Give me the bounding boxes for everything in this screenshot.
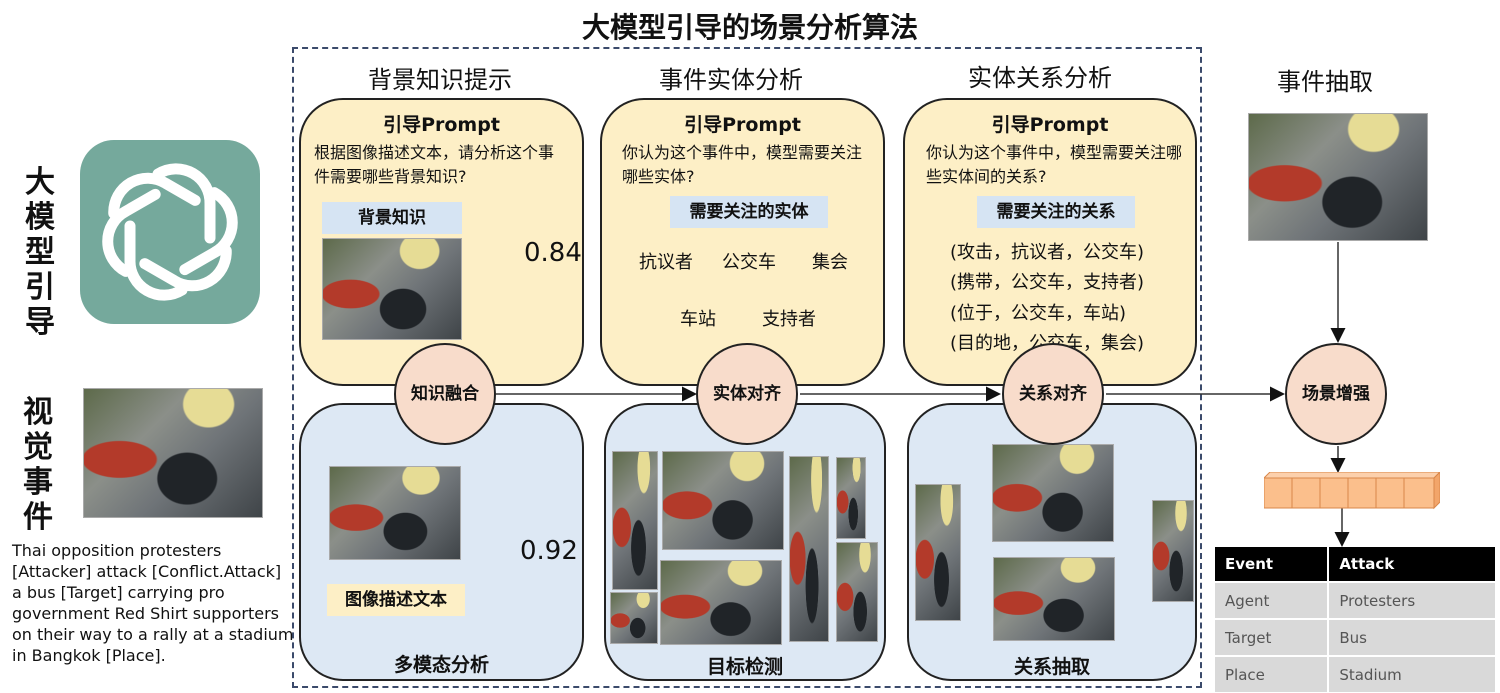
multimodal-score: 0.92 xyxy=(520,536,578,566)
knowledge-label: 背景知识 xyxy=(322,202,462,234)
extraction-photo xyxy=(1248,113,1428,241)
knowledge-prompt-head: 引导Prompt xyxy=(383,114,500,136)
knowledge-score: 0.84 xyxy=(524,238,582,268)
crop-bus xyxy=(612,451,658,590)
table-header-cell: Attack xyxy=(1327,547,1495,582)
entity-item: 车站 xyxy=(680,309,716,330)
table-cell: Bus xyxy=(1327,618,1495,656)
table-row: Agent Protesters xyxy=(1215,581,1495,619)
relation-item: (位于，公交车，车站) xyxy=(950,303,1127,324)
table-header-cell: Event xyxy=(1215,547,1329,582)
feature-vector xyxy=(1262,470,1442,510)
knowledge-prompt-text: 根据图像描述文本，请分析这个事件需要哪些背景知识? xyxy=(314,143,555,186)
table-cell: Place xyxy=(1215,655,1329,692)
relation-label: 需要关注的关系 xyxy=(977,196,1135,228)
openai-logo-icon xyxy=(80,140,260,324)
relation-crop-supporter xyxy=(1152,500,1194,602)
relation-prompt-head: 引导Prompt xyxy=(991,114,1109,136)
llm-guidance-label: 大模型引导 xyxy=(25,165,55,340)
relation-crop-bus xyxy=(915,484,961,621)
crop-supporter xyxy=(836,542,878,642)
relation-crop-sign xyxy=(993,557,1115,641)
relation-prompt-card xyxy=(903,98,1197,386)
column-title-extraction: 事件抽取 xyxy=(1277,68,1373,96)
relation-item: (携带，公交车，支持者) xyxy=(950,272,1145,293)
table-cell: Stadium xyxy=(1327,655,1495,692)
scene-enhance-node: 场景增强 xyxy=(1285,343,1387,445)
table-cell: Agent xyxy=(1215,581,1329,619)
relation-extract-footer: 关系抽取 xyxy=(1013,656,1090,678)
knowledge-fusion-node: 知识融合 xyxy=(394,343,496,445)
entity-item: 集会 xyxy=(812,252,848,273)
relation-prompt-text: 你认为这个事件中，模型需要关注哪些实体间的关系? xyxy=(926,143,1183,186)
algorithm-frame xyxy=(292,47,1202,688)
event-caption: Thai opposition protesters [Attacker] at… xyxy=(12,541,294,665)
entity-prompt-text: 你认为这个事件中，模型需要关注哪些实体? xyxy=(622,143,863,186)
visual-event-label: 视觉事件 xyxy=(23,395,53,535)
entity-item: 支持者 xyxy=(762,309,816,330)
table-header-row: Event Attack xyxy=(1215,547,1495,582)
multimodal-footer: 多模态分析 xyxy=(393,654,489,676)
column-title-entity: 事件实体分析 xyxy=(659,66,803,94)
detection-footer: 目标检测 xyxy=(706,656,783,678)
relation-align-node: 关系对齐 xyxy=(1002,343,1104,445)
entity-prompt-head: 引导Prompt xyxy=(684,114,801,136)
entity-prompt-card xyxy=(600,98,885,386)
entity-label: 需要关注的实体 xyxy=(670,196,828,228)
multimodal-label: 图像描述文本 xyxy=(327,584,465,616)
multimodal-photo xyxy=(329,466,461,560)
crop-sign xyxy=(660,560,782,645)
crop-protester xyxy=(662,451,784,550)
input-event-photo xyxy=(83,388,263,518)
entity-align-node: 实体对齐 xyxy=(696,343,798,445)
crop-object xyxy=(610,592,658,644)
crop-person xyxy=(836,457,866,539)
crop-crowd xyxy=(789,456,829,642)
column-title-background: 背景知识提示 xyxy=(368,66,512,94)
entity-item: 公交车 xyxy=(722,252,776,273)
relation-crop-protester xyxy=(992,444,1114,542)
relation-item: (攻击，抗议者，公交车) xyxy=(950,242,1145,263)
diagram-title: 大模型引导的场景分析算法 xyxy=(581,11,918,44)
column-title-relation: 实体关系分析 xyxy=(968,64,1112,92)
table-cell: Protesters xyxy=(1327,581,1495,619)
entity-item: 抗议者 xyxy=(639,252,693,273)
table-row: Target Bus xyxy=(1215,618,1495,656)
table-row: Place Stadium xyxy=(1215,655,1495,692)
table-cell: Target xyxy=(1215,618,1329,656)
knowledge-photo xyxy=(322,238,462,340)
event-table: Event Attack Agent Protesters Target Bus… xyxy=(1215,547,1495,692)
